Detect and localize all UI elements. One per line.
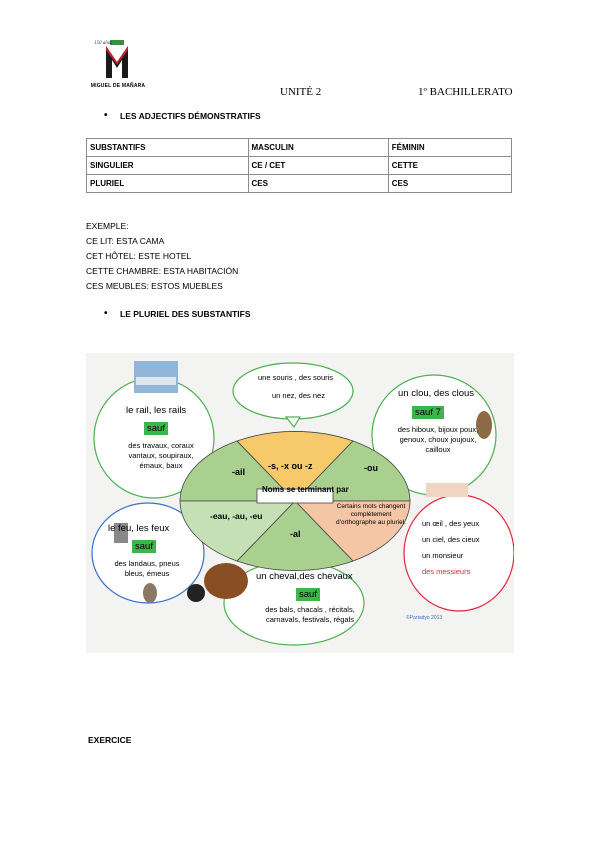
plural-infographic: une souris , des souris un nez, des nez …	[86, 353, 514, 653]
sxz-example-2: un nez, des nez	[272, 391, 325, 400]
school-logo: 150 años	[88, 34, 146, 94]
al-main-example: un cheval,des chevaux	[256, 571, 353, 582]
eau-sauf-label: sauf	[132, 540, 156, 553]
al-sauf-label: sauf	[296, 588, 320, 601]
ail-sauf-label: sauf	[144, 422, 168, 435]
ail-main-example: le rail, les rails	[126, 405, 187, 416]
table-row: PLURIEL CES CES	[86, 174, 513, 193]
ou-sauf-label: sauf 7	[412, 406, 444, 419]
ou-main-example: un clou, des clous	[398, 388, 475, 399]
irregular-example-4: des messieurs	[422, 567, 471, 576]
segment-ou: -ou	[364, 463, 378, 473]
wheel-center-label: Noms se terminant par	[262, 485, 349, 494]
table-cell: CE / CET	[247, 156, 389, 175]
unit-title: UNITÉ 2	[280, 86, 322, 98]
table-cell: PLURIEL	[86, 174, 249, 193]
table-cell: SINGULIER	[86, 156, 249, 175]
sxz-example-1: une souris , des souris	[258, 373, 334, 382]
irregular-example-3: un monsieur	[422, 551, 464, 560]
irregular-example-2: un ciel, des cieux	[422, 535, 480, 544]
segment-ail: -ail	[232, 467, 246, 477]
section-title-demonstratives: LES ADJECTIFS DÉMONSTRATIFS	[104, 110, 261, 121]
table-cell: CETTE	[387, 156, 513, 175]
example-line: CE LIT: ESTA CAMA	[86, 236, 165, 246]
table-cell: SUBSTANTIFS	[86, 138, 249, 157]
example-line: CES MEUBLES: ESTOS MUEBLES	[86, 281, 223, 291]
section-title-plural: LE PLURIEL DES SUBSTANTIFS	[104, 308, 250, 319]
examples-title: EXEMPLE:	[86, 221, 129, 231]
segment-sxz: -s, -x ou -z	[268, 461, 313, 471]
example-line: CET HÔTEL: ESTE HOTEL	[86, 251, 192, 261]
table-cell: CES	[247, 174, 389, 193]
exercice-title: EXERCICE	[88, 735, 132, 745]
level-title: 1º BACHILLERATO	[418, 86, 513, 98]
segment-changent: Certains mots changent complètement d'or…	[336, 503, 406, 526]
al-exceptions: des bals, chacals , récitals, carnavals,…	[265, 605, 355, 624]
table-cell: CES	[387, 174, 513, 193]
infographic-credit: ©Partadyo 2013	[406, 615, 443, 621]
eau-main-example: le feu, les feux	[108, 523, 170, 534]
segment-eau: -eau, -au, -eu	[210, 511, 263, 521]
logo-caption: MIGUEL DE MAÑARA	[90, 83, 146, 89]
ou-exceptions: des hiboux, bijoux poux, genoux, choux j…	[397, 425, 479, 454]
example-line: CETTE CHAMBRE: ESTA HABITACIÓN	[86, 266, 239, 276]
eau-exceptions: des landaus, pneus bleus, émeus	[114, 559, 180, 578]
table-cell: FÉMININ	[387, 138, 513, 157]
table-row: SINGULIER CE / CET CETTE	[86, 156, 513, 175]
table-header-row: SUBSTANTIFS MASCULIN FÉMININ	[86, 138, 513, 157]
table-cell: MASCULIN	[247, 138, 389, 157]
irregular-example-1: un œil , des yeux	[422, 519, 480, 528]
ail-exceptions: des travaux, coraux vantaux, soupiraux, …	[128, 441, 194, 470]
segment-al: -al	[290, 529, 301, 539]
svg-text:150 años: 150 años	[94, 41, 112, 46]
examples-block: EXEMPLE: CE LIT: ESTA CAMA CET HÔTEL: ES…	[86, 219, 238, 294]
demonstratives-table: SUBSTANTIFS MASCULIN FÉMININ SINGULIER C…	[86, 138, 513, 193]
